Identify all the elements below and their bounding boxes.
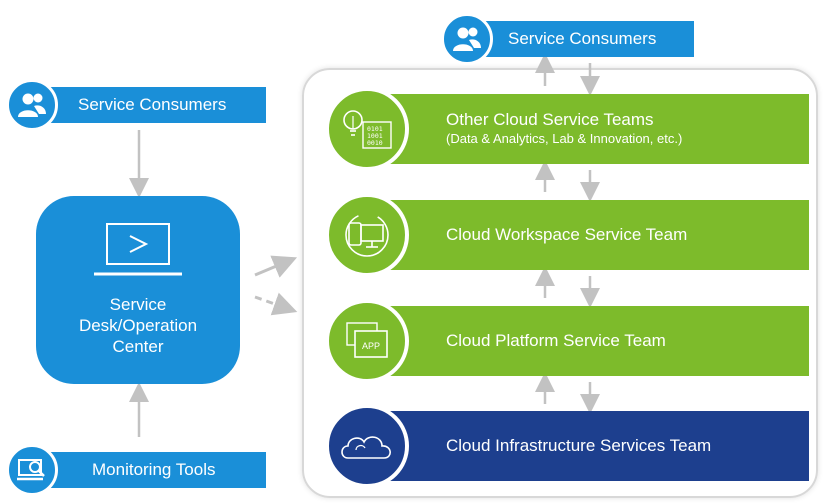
team-title: Cloud Platform Service Team [446,331,666,350]
team-title: Cloud Workspace Service Team [446,225,688,244]
cloud-icon [325,404,409,488]
arrow-desk-to-teams [254,255,298,278]
service-desk-line-1: Service [109,295,167,314]
binary-line-1: 0101 [367,125,383,133]
service-desk-title: Service Desk/Operation Center [36,294,240,357]
team-title: Cloud Infrastructure Services Team [446,436,712,455]
team-panel-other-cloud: Other Cloud Service Teams (Data & Analyt… [360,94,809,164]
lightbulb-data-icon: 0101 1001 0010 [325,87,409,171]
users-icon [6,79,58,131]
service-desk-box: Service Desk/Operation Center [36,196,240,384]
top-consumers-label: Service Consumers [468,21,694,57]
laptop-terminal-icon [94,223,182,276]
left-consumers-label: Service Consumers [34,87,266,123]
app-icon: APP [325,299,409,383]
monitoring-tools-label: Monitoring Tools [34,452,266,488]
binary-line-3: 0010 [367,139,383,147]
team-panel-workspace: Cloud Workspace Service Team [360,200,809,270]
monitor-search-icon [6,444,58,496]
team-panel-platform: Cloud Platform Service Team [360,306,809,376]
team-subtitle: (Data & Analytics, Lab & Innovation, etc… [446,131,683,146]
team-panel-infrastructure: Cloud Infrastructure Services Team [360,411,809,481]
team-title: Other Cloud Service Teams [446,110,654,129]
service-desk-line-3: Center [112,337,164,356]
teams-container [302,68,818,498]
service-desk-line-2: Desk/Operation [78,316,198,335]
users-icon [441,13,493,65]
app-icon-text: APP [362,341,380,351]
binary-line-2: 1001 [367,132,383,140]
arrow-desk-to-teams-dashed [254,292,298,316]
devices-icon [325,193,409,277]
